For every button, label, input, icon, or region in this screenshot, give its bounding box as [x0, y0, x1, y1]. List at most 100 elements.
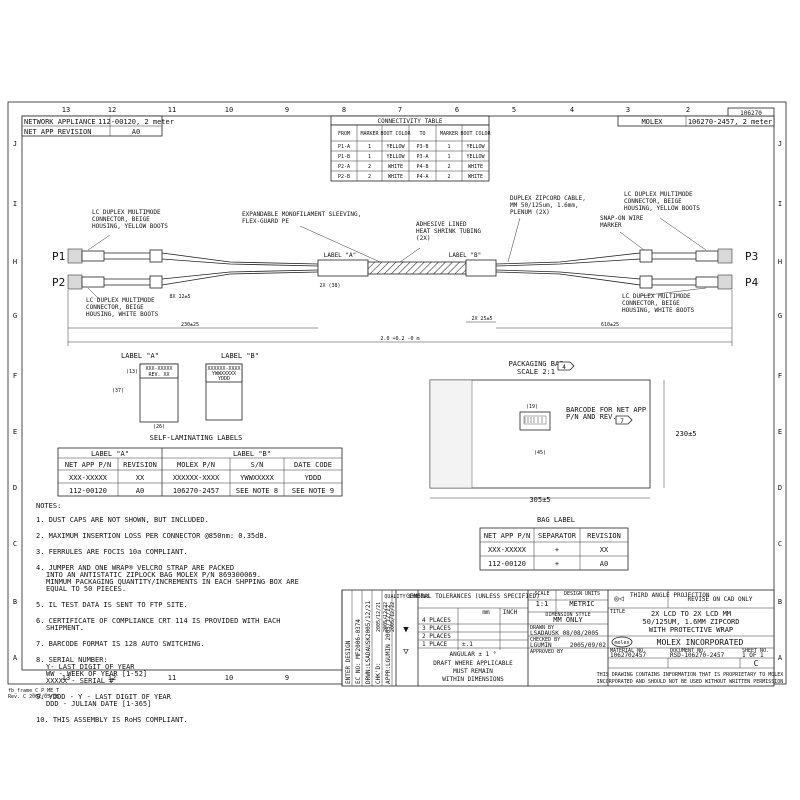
expandable-sleeving: [367, 261, 467, 275]
label-table-cell: 106270-2457: [173, 487, 219, 495]
bag-note-tag: 7: [620, 418, 624, 425]
row-marker-right: C: [778, 540, 782, 548]
left-connectors: [67, 248, 319, 290]
proprietary-2: INCORPORATED AND SHOULD NOT BE USED WITH…: [597, 679, 784, 685]
note-line: Y- LAST DIGIT OF YEAR: [46, 663, 135, 671]
conn-header: BOOT COLOR: [380, 131, 411, 137]
header-right: MOLEX 106270-2457, 2 meter 106270: [617, 107, 775, 127]
col-marker-bottom: 11: [168, 674, 176, 682]
conn-cell: P2-B: [338, 174, 350, 180]
drawing-title-3: WITH PROTECTIVE WRAP: [649, 626, 733, 634]
note-lc-white-left: HOUSING, WHITE BOOTS: [86, 311, 159, 318]
conn-cell: WHITE: [468, 174, 483, 180]
packaging-bag: PACKAGING BAG SCALE 2:1 4 (19) (45) BARC…: [429, 360, 697, 504]
bag-label-frame: [479, 527, 629, 571]
dimstyle-label: DIMENSION STYLE: [545, 612, 590, 618]
row-marker-left: J: [13, 140, 17, 148]
conn-cell: P3-A: [416, 154, 428, 160]
label-table-cell: YDDD: [305, 474, 322, 482]
row-marker-right: I: [778, 200, 782, 208]
conn-frame: [330, 124, 490, 182]
document-value: RSD-106270-2457: [670, 652, 725, 659]
label-a-dim-13: (13): [126, 369, 138, 375]
row-marker-right: F: [778, 372, 782, 380]
row-marker-right: E: [778, 428, 782, 436]
tolerance-row: 3 PLACES: [422, 625, 451, 632]
revision-history-date: 2005/12/22: [390, 602, 396, 632]
dim-2x-25: 2X 25±5: [471, 316, 492, 322]
row-marker-left: F: [13, 372, 17, 380]
revision-history-entry: APPR:LGUMIN 2005/12/22: [385, 604, 392, 684]
col-marker-bottom: 10: [225, 674, 233, 682]
scale-value: 1:1: [536, 600, 549, 608]
note-item: 4. JUMPER AND ONE WRAP® VELCRO STRAP ARE…: [36, 564, 299, 593]
note-zipcord: MM 50/125um, 1.6mm,: [510, 202, 579, 209]
note-item: 7. BARCODE FORMAT IS 128 AUTO SWITCHING.: [36, 640, 205, 648]
connector-p1: P1: [52, 250, 65, 263]
drawn-label: DRAWN BY: [530, 625, 554, 631]
note-line: MINMUM PACKAGING QUANTITY/INCREMENTS IN …: [46, 578, 299, 586]
label-b-line2: YWWXXXXX: [212, 371, 236, 377]
bag-label-header: REVISION: [587, 532, 621, 540]
note-line: EQUAL TO 50 PIECES.: [46, 585, 126, 593]
note-lc-white-left: LC DUPLEX MULTIMODE: [86, 297, 155, 304]
label-table-header: DATE CODE: [294, 461, 332, 469]
col-marker-top: 6: [455, 106, 459, 114]
label-table-cell: YWWXXXXX: [240, 474, 275, 482]
bag-label-cell: XX: [600, 546, 609, 554]
row-marker-right: H: [778, 258, 782, 266]
conn-cell: 1: [368, 154, 371, 160]
bag-label-header: SEPARATOR: [538, 532, 577, 540]
row-marker-left: D: [13, 484, 17, 492]
dim-230-left: 230±25: [181, 322, 199, 328]
note-lc-yellow-right: CONNECTOR, BEIGE: [624, 198, 682, 205]
header-appliance-value: 112-00120, 2 meter: [98, 118, 174, 126]
row-marker-left: A: [13, 654, 18, 662]
bag-note-2: P/N AND REV.: [566, 413, 617, 421]
revision-history-date: 2005/12/21: [376, 602, 382, 632]
note-lc-white-right: HOUSING, WHITE BOOTS: [622, 307, 695, 314]
note-heat-shrink: HEAT SHRINK TUBING: [416, 228, 481, 235]
note-lc-white-right: LC DUPLEX MULTIMODE: [622, 293, 691, 300]
label-b-line1: XXXXXX-XXXX: [207, 366, 240, 372]
label-b-callout: LABEL "B": [449, 252, 482, 259]
checked-value: LGUMIN: [530, 642, 552, 649]
note-line: 8. SERIAL NUMBER:: [36, 656, 108, 664]
conn-header: BOOT COLOR: [460, 131, 491, 137]
molex-logo: molex: [614, 640, 629, 646]
note-line: 2. MAXIMUM INSERTION LOSS PER CONNECTOR …: [36, 532, 268, 540]
conn-cell: WHITE: [388, 164, 403, 170]
conn-header: FROM: [338, 131, 350, 137]
conn-cell: P4-A: [416, 174, 428, 180]
row-marker-left: B: [13, 598, 17, 606]
label-table-header: REVISION: [123, 461, 157, 469]
draft-3: WITHIN DIMENSIONS: [442, 676, 504, 683]
note-line: 7. BARCODE FORMAT IS 128 AUTO SWITCHING.: [36, 640, 205, 648]
col-marker-top: 2: [686, 106, 690, 114]
col-marker-top: 8: [342, 106, 346, 114]
col-marker-top: 11: [168, 106, 176, 114]
conn-cell: YELLOW: [466, 154, 485, 160]
label-table-cell: SEE NOTE 8: [236, 487, 278, 495]
revision-history-entry: ENTER DESIGN: [345, 640, 352, 684]
label-a-title: LABEL "A": [121, 352, 159, 360]
general-notes: NOTES:1. DUST CAPS ARE NOT SHOWN, BUT IN…: [36, 502, 299, 724]
note-lc-white-right: CONNECTOR, BEIGE: [622, 300, 680, 307]
bag-tag: 4: [562, 364, 566, 371]
sheet-value: 1 OF 1: [742, 652, 764, 659]
units-label: DESIGN UNITS: [564, 591, 600, 597]
right-connectors: [495, 248, 733, 290]
conn-cell: WHITE: [388, 174, 403, 180]
note-zipcord: PLENUM (2X): [510, 209, 550, 216]
note-line: DDD - JULIAN DATE [1-365]: [46, 700, 151, 708]
header-revision-value: A0: [132, 128, 140, 136]
bag-dim-230: 230±5: [675, 430, 696, 438]
company-name: MOLEX INCORPORATED: [657, 638, 744, 647]
bag-label-cell: +: [555, 560, 559, 568]
note-item: 10. THIS ASSEMBLY IS RoHS COMPLIANT.: [36, 716, 188, 724]
bag-label-title: BAG LABEL: [537, 516, 575, 524]
col-marker-top: 9: [285, 106, 289, 114]
